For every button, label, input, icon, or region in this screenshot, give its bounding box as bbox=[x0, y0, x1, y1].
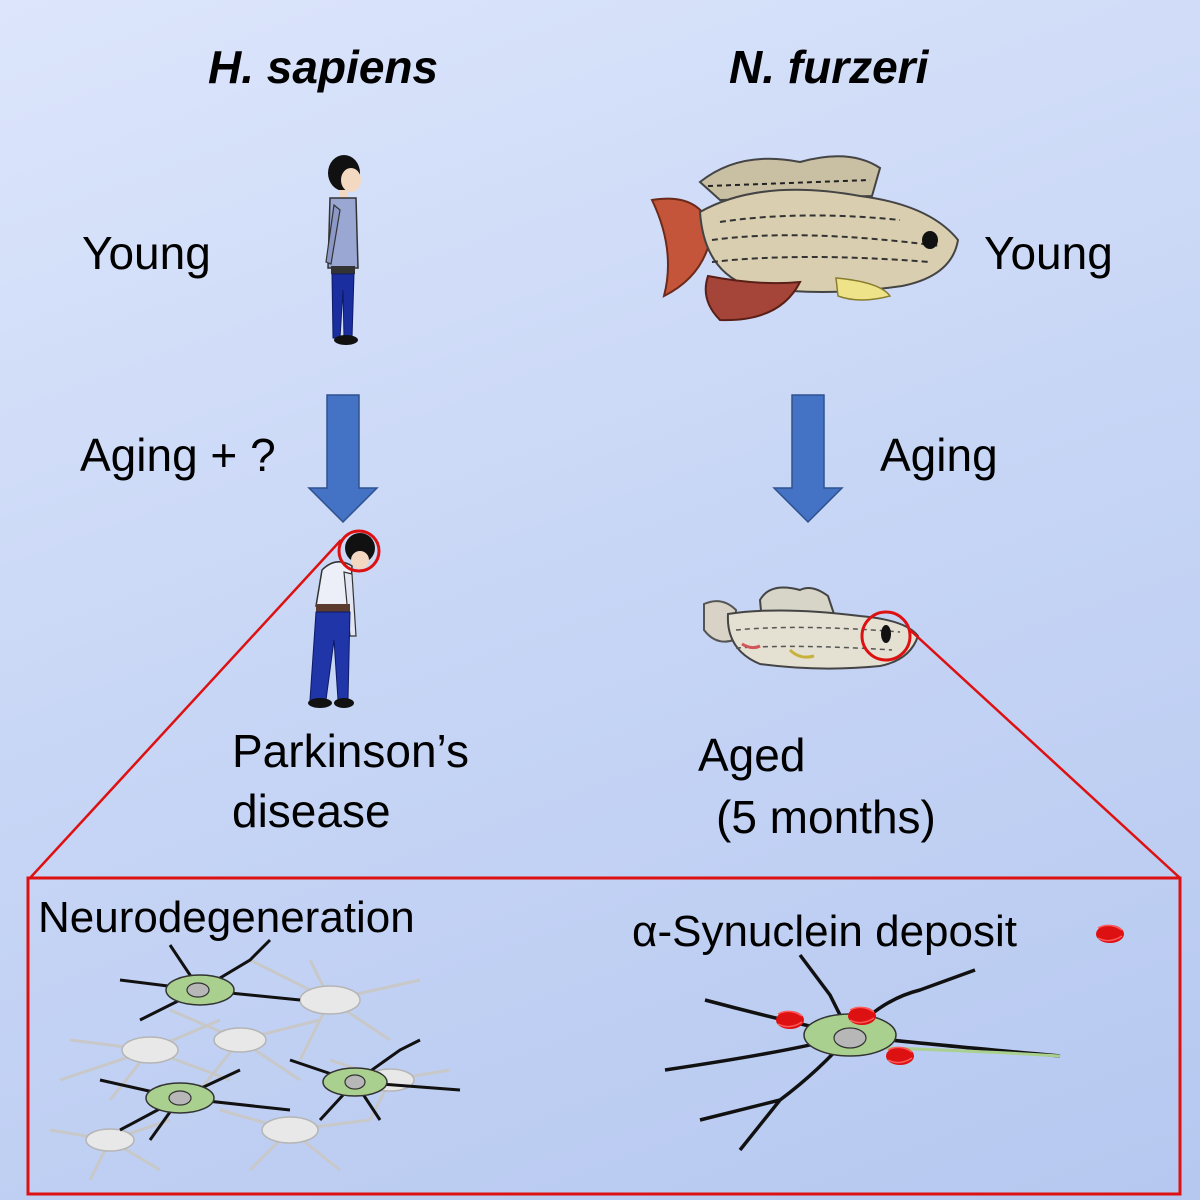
title-n-furzeri: N. furzeri bbox=[729, 41, 929, 93]
human-brain-highlight-circle bbox=[337, 529, 381, 573]
healthy-neuron bbox=[119, 938, 301, 1022]
fish-brain-highlight-circle bbox=[860, 610, 912, 662]
degenerating-neuron-network bbox=[49, 938, 461, 1181]
degenerated-neuron bbox=[59, 1018, 231, 1101]
title-h-sapiens: H. sapiens bbox=[208, 41, 439, 93]
synuclein-deposit-label: α-Synuclein deposit bbox=[632, 907, 1017, 956]
aged-label-line2: (5 months) bbox=[716, 791, 936, 843]
fish-young-label: Young bbox=[984, 227, 1113, 279]
synuclein-deposit bbox=[776, 1010, 804, 1029]
degenerated-neuron bbox=[49, 1118, 171, 1181]
inset-box bbox=[26, 876, 1182, 1196]
human-aging-arrow bbox=[307, 394, 379, 524]
degenerated-neuron bbox=[249, 958, 421, 1061]
synuclein-neuron bbox=[664, 953, 1061, 1152]
callout-line-left bbox=[29, 539, 342, 879]
healthy-neuron bbox=[289, 1038, 461, 1122]
human-young-label: Young bbox=[82, 227, 211, 279]
callout-line-right bbox=[909, 629, 1181, 879]
young-human-icon bbox=[325, 155, 361, 345]
stooped-human-icon bbox=[308, 533, 375, 708]
neurodegeneration-label: Neurodegeneration bbox=[38, 893, 415, 942]
synuclein-deposit-legend-icon bbox=[1096, 924, 1124, 943]
fish-aging-arrow bbox=[772, 394, 844, 524]
parkinsons-label-line1: Parkinson’s bbox=[232, 725, 469, 777]
aged-label-line1: Aged bbox=[698, 729, 806, 781]
degenerated-neuron bbox=[219, 1108, 371, 1172]
human-aging-label: Aging + ? bbox=[80, 429, 276, 481]
aged-fish-icon bbox=[703, 586, 920, 670]
synuclein-deposit bbox=[886, 1046, 914, 1065]
synuclein-deposit bbox=[848, 1006, 876, 1025]
parkinsons-label-line2: disease bbox=[232, 785, 391, 837]
healthy-neuron bbox=[99, 1068, 291, 1141]
young-fish-icon bbox=[650, 155, 960, 322]
fish-aging-label: Aging bbox=[880, 429, 998, 481]
degenerated-neuron bbox=[169, 1008, 321, 1091]
